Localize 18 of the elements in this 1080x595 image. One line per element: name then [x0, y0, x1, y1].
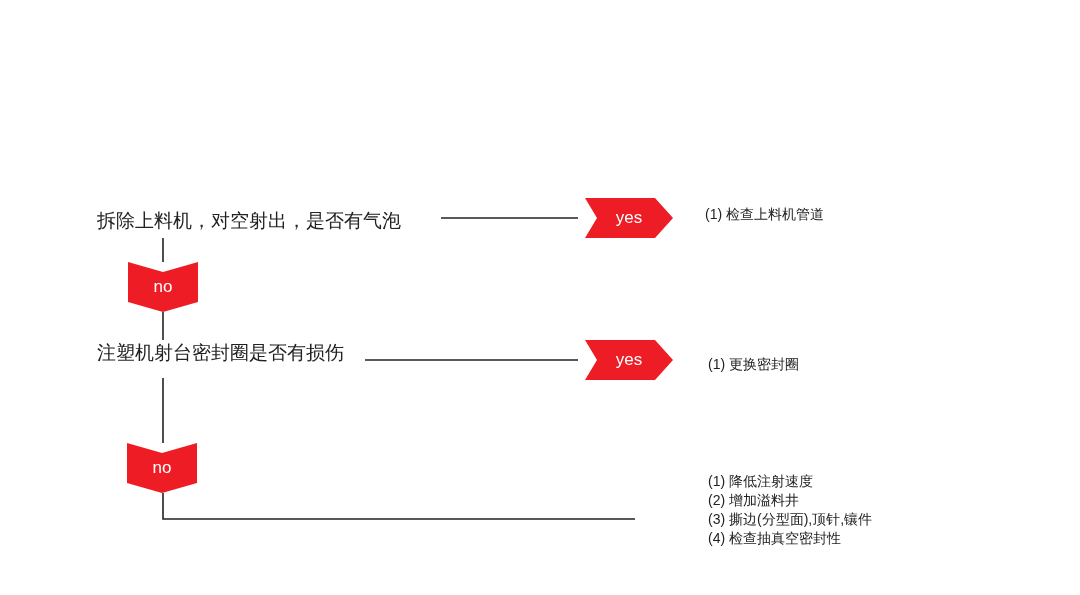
chevron-label: yes	[614, 208, 644, 228]
connector-line	[162, 311, 164, 341]
answer-text: (1) 降低注射速度	[708, 472, 813, 491]
connector-line	[162, 237, 164, 263]
connector-line	[364, 359, 579, 361]
question-text: 拆除上料机，对空射出，是否有气泡	[97, 208, 401, 233]
connector-line	[162, 492, 636, 520]
chevron-label: no	[152, 277, 174, 297]
connector-line	[440, 217, 579, 219]
chevron-label: yes	[614, 350, 644, 370]
answer-text: (1) 检查上料机管道	[705, 205, 824, 224]
answer-text: (4) 检查抽真空密封性	[708, 529, 841, 548]
question-text: 注塑机射台密封圈是否有损伤	[97, 340, 344, 365]
answer-text: (1) 更换密封圈	[708, 355, 799, 374]
answer-text: (3) 撕边(分型面),顶针,镶件	[708, 510, 873, 529]
answer-text: (2) 增加溢料井	[708, 491, 799, 510]
chevron-label: no	[151, 458, 173, 478]
connector-line	[162, 377, 164, 444]
